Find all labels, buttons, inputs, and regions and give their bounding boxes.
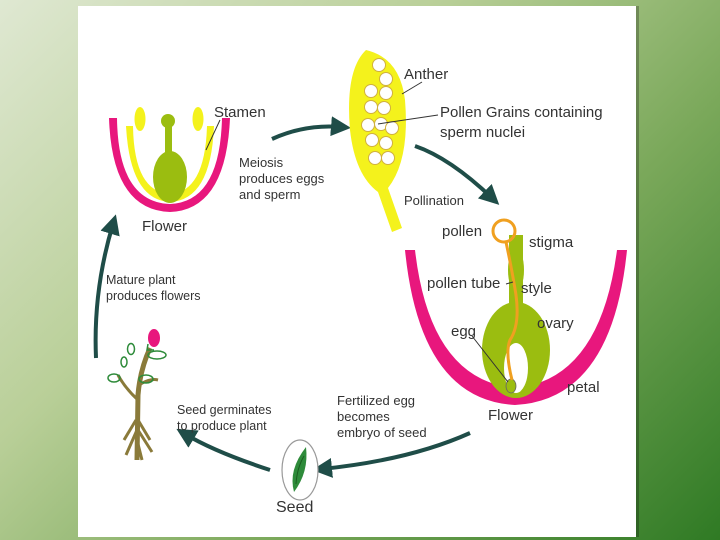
anther-label: Anther	[404, 66, 449, 83]
panel-shadow	[636, 6, 639, 537]
meiosis-label-line2: produces eggs	[239, 171, 325, 186]
stamen-label: Stamen	[214, 104, 266, 121]
meiosis-label-line1: Meiosis	[239, 155, 284, 170]
arrow-stamen-to-anther	[271, 116, 351, 141]
arrow-anther-to-pollination	[414, 144, 500, 205]
germinates-label-line2: to produce plant	[177, 419, 267, 433]
egg-pointer	[471, 335, 509, 383]
right-flower-icon	[405, 218, 627, 405]
arrow-plant-to-flower	[93, 214, 120, 359]
pollen-grains-pointer	[377, 114, 439, 125]
fertilized-egg-label-line3: embryo of seed	[337, 425, 427, 440]
anther-icon	[349, 50, 406, 232]
stamen-pointer	[205, 119, 221, 151]
mature-plant-label-line1: Mature plant	[106, 273, 176, 287]
fertilized-egg-label-line1: Fertilized egg	[337, 393, 416, 408]
meiosis-label-line3: and sperm	[239, 187, 301, 202]
plant-icon	[107, 329, 167, 461]
pollen-tube-label: pollen tube	[427, 275, 501, 292]
left-flower-label: Flower	[142, 218, 188, 235]
arrow-flower-to-seed	[312, 431, 471, 478]
pollen-grains-label-line1: Pollen Grains containing	[440, 104, 603, 121]
pollen-grains-label-line2: sperm nuclei	[440, 124, 526, 141]
right-flower-label: Flower	[488, 407, 534, 424]
pollination-label: Pollination	[404, 193, 464, 208]
pollen-label: pollen	[442, 223, 483, 240]
left-flower-icon	[109, 107, 230, 212]
germinates-label-line1: Seed germinates	[177, 403, 272, 417]
arrow-seed-to-plant	[176, 428, 271, 472]
anther-pointer	[401, 81, 423, 95]
pollen-tube-pointer	[505, 281, 514, 285]
style-label: style	[521, 280, 552, 297]
petal-label: petal	[567, 379, 600, 396]
seed-label: Seed	[276, 499, 314, 516]
mature-plant-label-line2: produces flowers	[106, 289, 201, 303]
fertilized-egg-label-line2: becomes	[337, 409, 390, 424]
egg-label: egg	[451, 323, 477, 340]
stigma-label: stigma	[529, 234, 574, 251]
ovary-label: ovary	[537, 315, 574, 332]
seed-icon	[281, 439, 319, 501]
